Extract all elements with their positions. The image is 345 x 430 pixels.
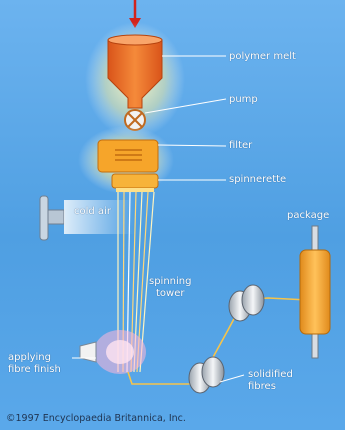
label-spinning-tower: spinning tower [149,276,191,300]
finish-applicator [80,330,146,374]
label-pump: pump [229,94,258,106]
copyright-credit: ©1997 Encyclopaedia Britannica, Inc. [6,413,186,424]
spinnerette [112,174,158,192]
filter-box [98,140,158,172]
label-cold-air: cold air [74,206,111,218]
label-spinnerette: spinnerette [229,174,286,186]
upper-rollers [229,285,264,321]
label-polymer-melt: polymer melt [229,51,296,63]
lower-rollers [189,357,224,393]
label-applying-fibre-finish: applying fibre finish [8,352,61,376]
cold-air-fan [40,196,134,240]
label-package: package [287,210,329,222]
label-solidified-fibres: solidified fibres [248,369,293,393]
package-spool [300,226,330,358]
label-filter: filter [229,140,252,152]
